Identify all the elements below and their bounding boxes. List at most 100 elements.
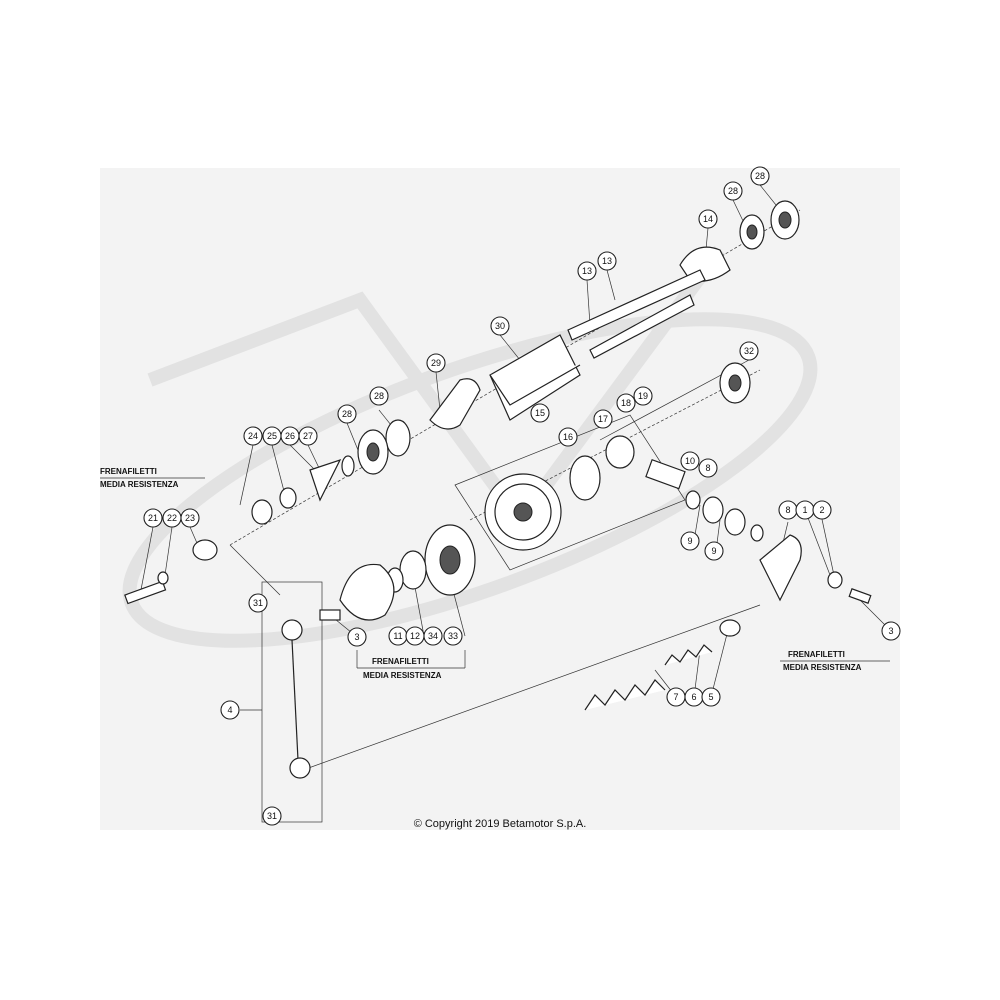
callout-19[interactable]: 19 [633,386,653,406]
callout-28-d[interactable]: 28 [337,404,357,424]
callout-13-a[interactable]: 13 [577,261,597,281]
callout-25[interactable]: 25 [262,426,282,446]
svg-text:17: 17 [598,414,608,424]
fork-rods-13 [567,269,706,359]
callout-33[interactable]: 33 [443,626,463,646]
svg-text:15: 15 [535,408,545,418]
svg-text:33: 33 [448,631,458,641]
lever-1 [759,534,872,604]
callout-26[interactable]: 26 [280,426,300,446]
callout-32[interactable]: 32 [739,341,759,361]
svg-text:23: 23 [185,513,195,523]
callout-16[interactable]: 16 [558,427,578,447]
parts-11-34 [386,524,476,596]
callout-29[interactable]: 29 [426,353,446,373]
cam-3 [319,563,395,621]
note-threadlock-left: FRENAFILETTI MEDIA RESISTENZA [100,467,205,489]
shift-drum-30 [489,334,581,421]
svg-text:MEDIA RESISTENZA: MEDIA RESISTENZA [100,480,179,489]
svg-text:3: 3 [888,626,893,636]
svg-text:13: 13 [582,266,592,276]
callout-3-b[interactable]: 3 [881,621,901,641]
svg-text:6: 6 [691,692,696,702]
note-threadlock-right: FRENAFILETTI MEDIA RESISTENZA [780,650,890,672]
callout-28-c[interactable]: 28 [369,386,389,406]
callout-21[interactable]: 21 [143,508,163,528]
svg-text:28: 28 [342,409,352,419]
callout-8-a[interactable]: 8 [698,458,718,478]
svg-text:30: 30 [495,321,505,331]
callout-23[interactable]: 23 [180,508,200,528]
callout-30[interactable]: 30 [490,316,510,336]
svg-text:29: 29 [431,358,441,368]
callout-28-b[interactable]: 28 [723,181,743,201]
svg-text:MEDIA RESISTENZA: MEDIA RESISTENZA [363,671,442,680]
callout-14[interactable]: 14 [698,209,718,229]
callout-7[interactable]: 7 [666,687,686,707]
svg-text:3: 3 [354,632,359,642]
callout-31-b[interactable]: 31 [262,806,282,826]
callout-3-a[interactable]: 3 [347,627,367,647]
callout-10[interactable]: 10 [680,451,700,471]
svg-text:5: 5 [708,692,713,702]
callout-12[interactable]: 12 [405,626,425,646]
gear-15 [484,435,635,551]
shaft-29 [429,378,481,430]
rod-4 [281,619,311,779]
copyright-text: © Copyright 2019 Betamotor S.p.A. [413,818,587,830]
parts-21-23 [124,539,218,605]
callout-5[interactable]: 5 [701,687,721,707]
svg-text:11: 11 [393,631,402,641]
svg-text:8: 8 [785,505,790,515]
svg-text:FRENAFILETTI: FRENAFILETTI [372,657,429,666]
svg-text:18: 18 [621,398,631,408]
callout-8-b[interactable]: 8 [778,500,798,520]
svg-text:19: 19 [638,391,648,401]
svg-text:2: 2 [819,505,824,515]
callout-28-a[interactable]: 28 [750,166,770,186]
bearing-28-lower [341,419,411,477]
callout-15[interactable]: 15 [530,403,550,423]
callout-17[interactable]: 17 [593,409,613,429]
svg-text:25: 25 [267,431,277,441]
callout-6[interactable]: 6 [684,687,704,707]
callouts: 28 28 14 13 13 30 29 28 28 24 25 26 27 1… [143,166,901,826]
svg-text:32: 32 [744,346,754,356]
parts-24-27 [251,458,342,525]
callout-18[interactable]: 18 [616,393,636,413]
svg-text:MEDIA RESISTENZA: MEDIA RESISTENZA [783,663,862,672]
svg-text:26: 26 [285,431,295,441]
svg-text:4: 4 [227,705,232,715]
callout-4[interactable]: 4 [220,700,240,720]
callout-1[interactable]: 1 [795,500,815,520]
svg-text:13: 13 [602,256,612,266]
svg-text:8: 8 [705,463,710,473]
callout-9-b[interactable]: 9 [704,541,724,561]
callout-9-a[interactable]: 9 [680,531,700,551]
svg-text:34: 34 [428,631,438,641]
parts [124,200,872,779]
callout-31-a[interactable]: 31 [248,593,268,613]
svg-text:21: 21 [148,513,158,523]
callout-27[interactable]: 27 [298,426,318,446]
callout-24[interactable]: 24 [243,426,263,446]
springs-5-7 [584,619,741,711]
svg-text:31: 31 [253,598,263,608]
svg-text:28: 28 [728,186,738,196]
svg-text:FRENAFILETTI: FRENAFILETTI [100,467,157,476]
bearing-28-upper [739,200,800,250]
callout-22[interactable]: 22 [162,508,182,528]
callout-11[interactable]: 11 [388,626,408,646]
assembly-group-4 [261,581,323,823]
watermark-logo [122,245,818,648]
bearing-32 [719,362,751,404]
svg-text:FRENAFILETTI: FRENAFILETTI [788,650,845,659]
svg-text:22: 22 [167,513,177,523]
callout-34[interactable]: 34 [423,626,443,646]
note-threadlock-center: FRENAFILETTI MEDIA RESISTENZA [356,650,466,680]
svg-text:9: 9 [687,536,692,546]
svg-text:28: 28 [755,171,765,181]
callout-13-b[interactable]: 13 [597,251,617,271]
callout-2[interactable]: 2 [812,500,832,520]
svg-text:24: 24 [248,431,258,441]
